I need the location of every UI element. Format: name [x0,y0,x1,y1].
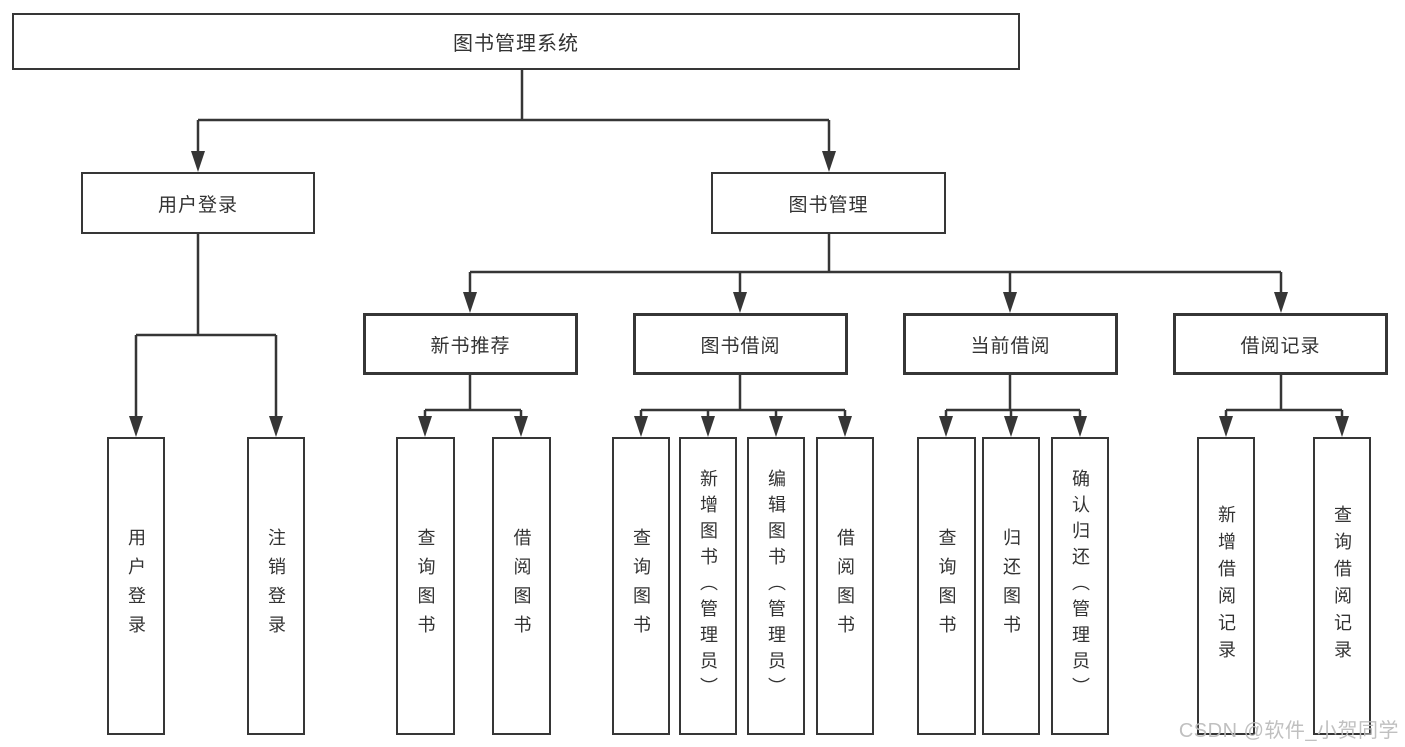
arrow-user-login [191,151,205,172]
node-leaf-query-book-3: 查询图书 [917,437,976,735]
node-leaf-query-book-2: 查询图书 [612,437,670,735]
node-label: 归还图书 [1001,528,1021,644]
arrow-bb4 [838,416,852,437]
arrow-cb2 [1004,416,1018,437]
node-label: 新增图书（管理员） [698,469,718,703]
node-label: 用户登录 [157,194,238,216]
node-leaf-confirm-return-admin: 确认归还（管理员） [1051,437,1109,735]
arrow-bb2 [701,416,715,437]
node-label: 确认归还（管理员） [1070,469,1090,703]
node-leaf-add-borrow-record: 新增借阅记录 [1197,437,1255,735]
arrow-borrowrecord [1274,292,1288,313]
arrow-newbook [463,292,477,313]
arrow-br2 [1335,416,1349,437]
node-borrow-record: 借阅记录 [1173,313,1388,375]
arrow-nb2 [514,416,528,437]
arrow-cb3 [1073,416,1087,437]
arrow-login-leaf [129,416,143,437]
node-label: 当前借阅 [970,335,1051,357]
node-leaf-return-book: 归还图书 [982,437,1040,735]
node-label: 查询借阅记录 [1332,505,1352,667]
node-current-borrow: 当前借阅 [903,313,1118,375]
node-leaf-logout: 注销登录 [247,437,305,735]
arrow-nb1 [418,416,432,437]
node-book-management: 图书管理 [711,172,946,234]
node-leaf-borrow-book-1: 借阅图书 [492,437,551,735]
node-user-login: 用户登录 [81,172,315,234]
arrow-currentborrow [1003,292,1017,313]
arrow-cb1 [939,416,953,437]
node-label: 用户登录 [126,528,146,644]
node-label: 编辑图书（管理员） [766,469,786,703]
node-leaf-edit-book-admin: 编辑图书（管理员） [747,437,805,735]
arrow-bb1 [634,416,648,437]
arrow-logout-leaf [269,416,283,437]
node-label: 新增借阅记录 [1216,505,1236,667]
node-label: 查询图书 [415,528,436,644]
node-leaf-query-borrow-record: 查询借阅记录 [1313,437,1371,735]
node-book-borrow: 图书借阅 [633,313,848,375]
node-leaf-borrow-book-2: 借阅图书 [816,437,874,735]
arrow-br1 [1219,416,1233,437]
arrowheads [129,151,1349,437]
csdn-watermark: CSDN @软件_小贺同学 [1178,720,1399,742]
arrow-bookborrow [733,292,747,313]
node-leaf-add-book-admin: 新增图书（管理员） [679,437,737,735]
node-label: 图书借阅 [700,335,781,357]
node-label: 借阅记录 [1240,335,1321,357]
node-label: 图书管理系统 [453,33,579,55]
node-label: 借阅图书 [835,528,855,644]
node-label: 注销登录 [266,528,286,644]
arrow-book-mgmt [822,151,836,172]
node-leaf-query-book-1: 查询图书 [396,437,455,735]
node-label: 借阅图书 [511,528,532,644]
node-new-book-recommend: 新书推荐 [363,313,578,375]
node-leaf-user-login: 用户登录 [107,437,165,735]
node-label: 查询图书 [631,528,651,644]
node-label: 新书推荐 [430,335,511,357]
node-label: 查询图书 [936,528,957,644]
arrow-bb3 [769,416,783,437]
node-library-management-system: 图书管理系统 [12,13,1020,70]
node-label: 图书管理 [788,194,869,216]
